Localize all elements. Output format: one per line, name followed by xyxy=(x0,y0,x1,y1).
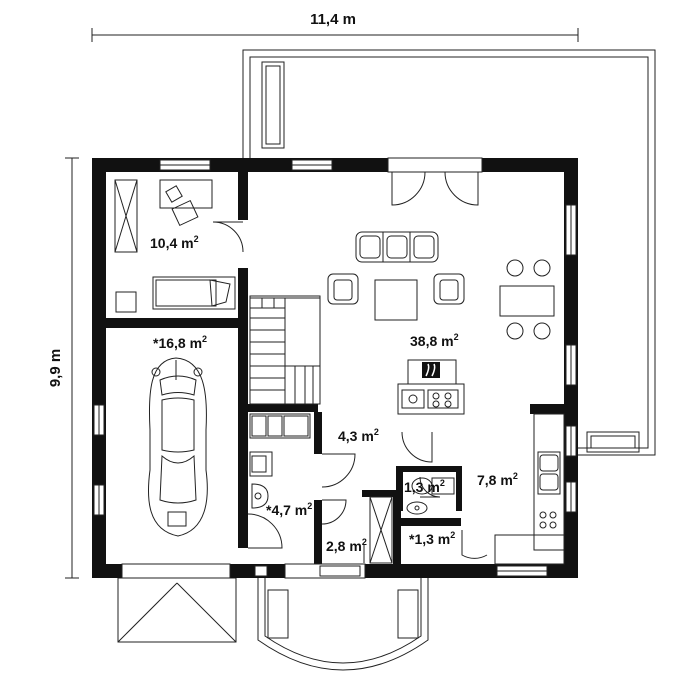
width-label: 11,4 m xyxy=(310,11,356,28)
room-label-office: 10,4 m2 xyxy=(150,234,199,251)
room-labels: 10,4 m2 *16,8 m2 38,8 m2 4,3 m2 7,8 m2 1… xyxy=(150,234,518,554)
kitchen-fixtures xyxy=(494,413,565,565)
room-label-hall: 4,3 m2 xyxy=(338,427,379,444)
room-label-entry: 2,8 m2 xyxy=(326,537,367,554)
entrance-porch xyxy=(257,578,429,671)
living-furniture xyxy=(327,231,555,415)
entry-wardrobe xyxy=(369,496,393,564)
exterior-walls xyxy=(92,158,578,578)
height-dimension: 9,9 m xyxy=(47,157,79,579)
doors xyxy=(212,171,488,563)
interior-walls xyxy=(106,172,564,564)
wc-fixtures xyxy=(406,477,455,515)
room-label-utility: *4,7 m2 xyxy=(266,501,312,518)
room-label-garage: *16,8 m2 xyxy=(153,334,207,351)
office-furniture xyxy=(114,179,236,313)
room-label-wc: 1,3 m2 xyxy=(404,478,445,495)
room-label-kitchen: 7,8 m2 xyxy=(477,471,518,488)
room-label-living: 38,8 m2 xyxy=(410,332,459,349)
terrace xyxy=(242,49,656,456)
garage-canopy xyxy=(117,577,237,643)
utility-fixtures xyxy=(249,413,311,509)
height-label: 9,9 m xyxy=(47,349,64,387)
car-icon xyxy=(147,357,208,537)
width-dimension: 11,4 m xyxy=(91,11,579,42)
windows xyxy=(93,157,577,579)
staircase xyxy=(249,295,321,405)
room-label-storage: *1,3 m2 xyxy=(409,530,455,547)
